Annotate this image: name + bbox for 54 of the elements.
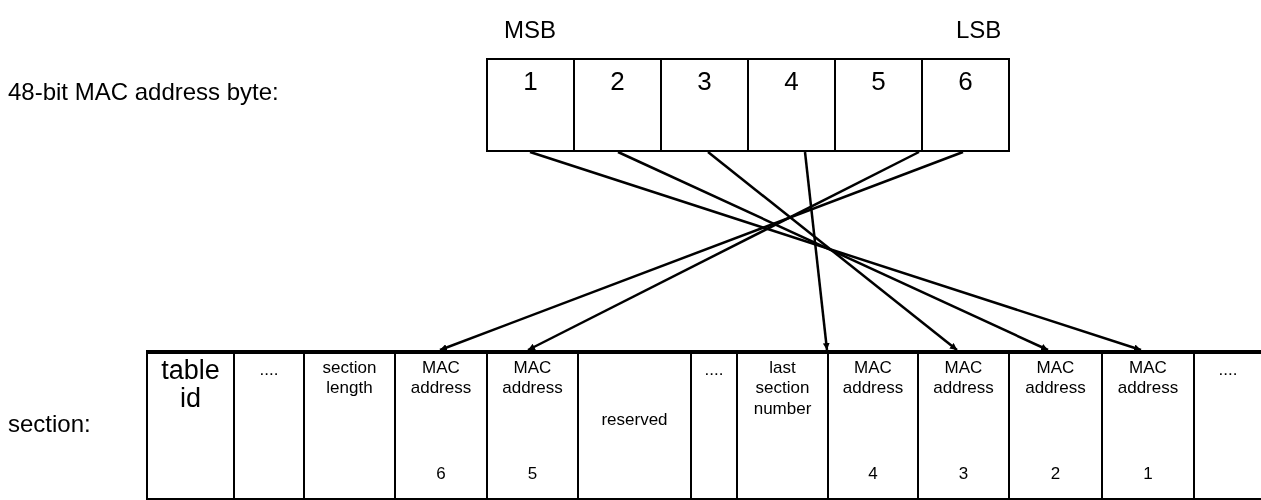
byte-box bbox=[921, 58, 1010, 152]
field-cell bbox=[486, 350, 579, 500]
field-cell bbox=[1193, 350, 1261, 500]
field-cell bbox=[917, 350, 1010, 500]
field-number: 6 bbox=[435, 464, 447, 485]
byte-number: 1 bbox=[522, 66, 539, 98]
field-name: MAC address bbox=[1116, 358, 1180, 399]
byte-box bbox=[747, 58, 836, 152]
field-cell bbox=[1008, 350, 1103, 500]
arrow bbox=[803, 151, 830, 351]
field-name: MAC address bbox=[841, 358, 905, 399]
field-name: section length bbox=[321, 358, 378, 399]
byte-box bbox=[660, 58, 749, 152]
byte-box bbox=[834, 58, 923, 152]
arrow bbox=[529, 150, 1142, 352]
field-name: reserved bbox=[600, 410, 669, 431]
byte-number: 5 bbox=[870, 66, 887, 98]
byte-number: 4 bbox=[783, 66, 800, 98]
byte-box bbox=[486, 58, 575, 152]
field-name: last section number bbox=[752, 358, 813, 420]
field-number: 2 bbox=[1049, 464, 1062, 485]
field-name: MAC address bbox=[409, 358, 473, 399]
field-number: 1 bbox=[1142, 464, 1154, 485]
field-name: table id bbox=[160, 356, 221, 413]
field-cell bbox=[690, 350, 738, 500]
arrow bbox=[707, 151, 958, 351]
field-number: 3 bbox=[957, 464, 970, 485]
field-name: MAC address bbox=[932, 358, 995, 399]
field-name: .... bbox=[1217, 360, 1239, 381]
bit-order-label: MSB bbox=[504, 16, 556, 44]
byte-number: 6 bbox=[957, 66, 974, 98]
field-cell bbox=[577, 350, 692, 500]
field-name: .... bbox=[703, 360, 725, 381]
row-label: 48-bit MAC address byte: bbox=[8, 78, 279, 106]
byte-box bbox=[573, 58, 662, 152]
byte-number: 3 bbox=[696, 66, 713, 98]
field-number: 4 bbox=[867, 464, 879, 485]
field-cell bbox=[736, 350, 829, 500]
arrow bbox=[617, 150, 1049, 352]
field-cell bbox=[827, 350, 919, 500]
field-cell bbox=[394, 350, 488, 500]
byte-number: 2 bbox=[609, 66, 626, 98]
field-cell bbox=[1101, 350, 1195, 500]
arrow bbox=[439, 150, 964, 352]
field-number: 5 bbox=[526, 464, 539, 485]
arrow bbox=[527, 150, 920, 352]
field-name: MAC address bbox=[1024, 358, 1087, 399]
field-cell bbox=[146, 350, 235, 500]
bit-order-label: LSB bbox=[956, 16, 1002, 44]
field-cell bbox=[233, 350, 305, 500]
row-label: section: bbox=[8, 410, 91, 438]
field-name: MAC address bbox=[501, 358, 564, 399]
field-name: .... bbox=[258, 360, 280, 381]
field-cell bbox=[303, 350, 396, 500]
